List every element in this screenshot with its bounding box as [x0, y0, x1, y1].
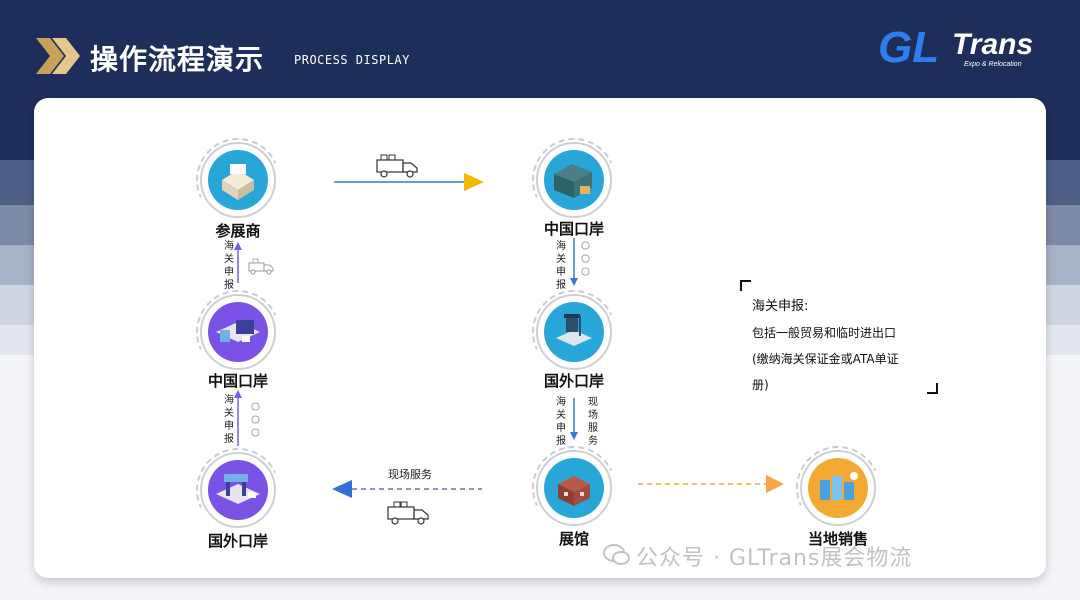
edge-label-customs: 海关申报 [556, 241, 566, 291]
node-exhibitor [184, 126, 292, 234]
page-title: 操作流程演示 [90, 43, 265, 76]
page-subtitle: PROCESS DISPLAY [294, 53, 410, 67]
bracket-top-left [740, 280, 751, 291]
gltrans-logo: GL Trans Expo & Relocation [878, 23, 1033, 72]
wechat-icon [603, 544, 630, 565]
booth-icon [222, 164, 254, 200]
process-card: 参展商 中国口岸 中国口岸 [34, 98, 1046, 578]
double-chevron-icon [36, 38, 80, 74]
edge-label-customs: 海关申报 [224, 395, 234, 445]
node-label: 中国口岸 [207, 372, 268, 390]
truck-icon [376, 154, 418, 178]
shelves-icon [820, 472, 858, 500]
note-title: 海关申报: [752, 299, 809, 314]
crane-icon [216, 474, 260, 504]
truck-icon [387, 501, 429, 525]
node-label: 展馆 [558, 530, 589, 548]
note-line: (缴纳海关保证金或ATA单证 [752, 352, 899, 366]
warehouse-icon [554, 164, 592, 198]
note-line: 册) [752, 378, 769, 392]
watermark: 公众号 · GLTrans展会物流 [636, 546, 913, 571]
svg-text:Expo & Relocation: Expo & Relocation [964, 61, 1022, 68]
bracket-bottom-right [927, 383, 938, 394]
edge-label-customs: 海关申报 [556, 397, 566, 447]
edge-label-customs: 海关申报 [224, 241, 234, 291]
svg-text:GL: GL [878, 23, 939, 72]
node-label: 中国口岸 [543, 220, 604, 238]
node-label: 国外口岸 [207, 532, 268, 550]
node-local-sales [784, 434, 892, 542]
svg-text:Trans: Trans [952, 28, 1033, 61]
note-customs: 海关申报: 包括一般贸易和临时进出口 (缴纳海关保证金或ATA单证 册) [752, 294, 899, 398]
node-label: 当地销售 [807, 530, 868, 548]
forklift-icon [556, 314, 592, 346]
flow-arrows [234, 173, 784, 498]
node-china-port [184, 278, 292, 386]
node-label: 参展商 [215, 222, 261, 240]
node-foreign-port [184, 436, 292, 544]
edge-label-site-service: 现场服务 [588, 397, 598, 447]
node-venue [520, 434, 628, 542]
node-foreign-port [520, 278, 628, 386]
note-line: 包括一般贸易和临时进出口 [752, 326, 897, 340]
edge-label-site-service: 现场服务 [388, 468, 432, 481]
node-label: 国外口岸 [543, 372, 604, 390]
loading-dock-icon [216, 320, 260, 342]
node-china-port [520, 126, 628, 234]
building-icon [558, 476, 590, 506]
truck-icon [248, 258, 274, 275]
